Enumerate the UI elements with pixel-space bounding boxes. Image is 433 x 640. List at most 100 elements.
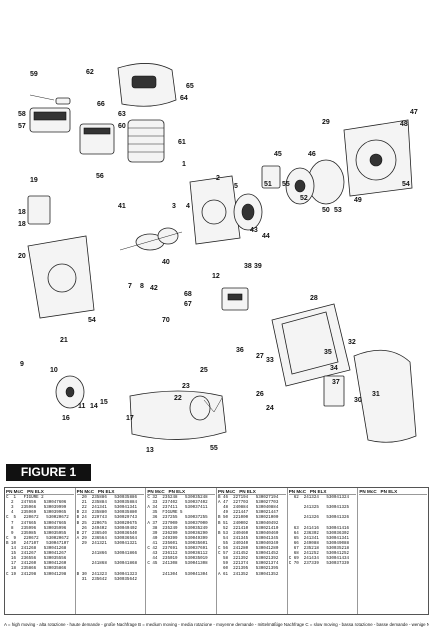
callout-11: 11 xyxy=(78,403,86,410)
callout-19: 19 xyxy=(30,177,38,184)
parts-row: 20 235886 530035886 xyxy=(76,496,137,501)
parts-row: 2 247656 530047606 xyxy=(6,501,67,506)
callout-31: 31 xyxy=(372,391,380,398)
parts-column-header: PN McC PN ELX xyxy=(6,489,74,496)
clutch-drum xyxy=(233,193,263,231)
callout-1: 1 xyxy=(182,161,186,168)
fuel-tank-housing xyxy=(27,235,95,319)
callout-14: 14 xyxy=(90,403,98,410)
parts-row: 9 235985 530035955 xyxy=(6,531,67,536)
callout-51: 51 xyxy=(264,181,272,188)
callout-45: 45 xyxy=(274,151,282,158)
parts-row: B 24 229743 530029743 xyxy=(76,516,137,521)
flywheel xyxy=(285,159,345,205)
callout-68: 68 xyxy=(184,291,192,298)
parts-row: 8 235996 530035996 xyxy=(6,526,67,531)
parts-row: A 29 236564 530036564 xyxy=(76,536,137,541)
callout-29: 29 xyxy=(322,119,330,126)
callout-47: 47 xyxy=(410,109,418,116)
parts-row: 63 241416 530041416 xyxy=(288,526,349,531)
callout-13: 13 xyxy=(146,447,154,454)
callout-64: 64 xyxy=(180,95,188,102)
callout-16: 16 xyxy=(62,415,70,422)
fuel-tank xyxy=(129,390,227,440)
callout-20: 20 xyxy=(18,253,26,260)
parts-row: 55 240340 530040340 xyxy=(218,541,279,546)
parts-row: A 47 227703 530027703 xyxy=(218,501,279,506)
callout-66: 66 xyxy=(97,101,105,108)
parts-row: 67 235218 530035218 xyxy=(288,547,349,552)
callout-18: 18 xyxy=(18,209,26,216)
callout-54: 54 xyxy=(402,181,410,188)
callout-17: 17 xyxy=(126,415,134,422)
exploded-view-diagram: 5958576266656463606156119181820212344178… xyxy=(18,63,418,454)
parts-row: 39 236290 530036290 xyxy=(147,531,208,536)
callout-32: 32 xyxy=(348,339,356,346)
callout-5: 5 xyxy=(234,183,238,190)
parts-row: B 27 236540 530036540 xyxy=(76,531,137,536)
parts-row xyxy=(359,567,427,572)
parts-row: C 9 220672 530020672 xyxy=(6,536,69,541)
callout-33: 33 xyxy=(266,357,274,364)
parts-row: 15 241267 530041267 xyxy=(6,552,67,557)
parts-row: C 19 241298 530041298 xyxy=(6,572,67,577)
parts-row: 31 235642 530035642 xyxy=(76,577,137,582)
starter-pulley xyxy=(55,375,85,409)
parts-row: 36 237255 530037255 xyxy=(147,516,208,521)
callout-10: 10 xyxy=(50,367,58,374)
parts-column-2: PN McC PN ELX 20 235886 530035886 21 235… xyxy=(76,488,147,614)
callout-55: 55 xyxy=(282,181,290,188)
callout-41: 41 xyxy=(118,203,126,210)
parts-row: B 50 221000 530021000 xyxy=(218,516,279,521)
parts-column-header: PN McC PN ELX xyxy=(76,489,145,496)
callout-63: 63 xyxy=(118,111,126,118)
parts-row: B 51 240002 530040492 xyxy=(218,521,279,526)
parts-row: 62 241324 530041324 xyxy=(288,496,349,501)
callout-34: 34 xyxy=(330,365,338,372)
callout-60: 60 xyxy=(118,123,126,130)
parts-row: B 10 247107 530047107 xyxy=(6,541,69,546)
callout-56: 56 xyxy=(96,173,104,180)
parts-row: 38 235249 530035249 xyxy=(147,526,208,531)
mounting-bracket xyxy=(27,195,51,225)
parts-row: 65 241341 530041341 xyxy=(288,536,349,541)
parts-column-header: PN McC PN ELX xyxy=(147,489,216,496)
demand-legend: A = high moving - alta rotazione - haute… xyxy=(4,622,429,627)
parts-row: 4 235969 530039965 xyxy=(6,511,67,516)
callout-21: 21 xyxy=(60,337,68,344)
parts-row: 7 247665 530047665 xyxy=(6,521,67,526)
parts-column-header: PN McC PN ELX xyxy=(359,489,428,496)
parts-row: 241304 530041304 xyxy=(147,572,208,577)
parts-row: 21 235884 530035884 xyxy=(76,501,137,506)
cylinder-cover xyxy=(117,63,177,107)
air-box xyxy=(271,303,351,387)
callout-9: 9 xyxy=(20,361,24,368)
callout-12: 12 xyxy=(212,273,220,280)
parts-row: 68 241252 530041252 xyxy=(288,552,349,557)
callout-53: 53 xyxy=(334,207,342,214)
callout-67: 67 xyxy=(184,301,192,308)
air-filter-assembly xyxy=(29,94,71,133)
callout-59: 59 xyxy=(30,71,38,78)
cylinder xyxy=(127,119,165,163)
callout-70: 70 xyxy=(162,317,170,324)
parts-row: C 45 241308 530041308 xyxy=(147,562,208,567)
parts-row: B 23 235880 530035880 xyxy=(76,511,137,516)
parts-row: C 1 FIGURE 2 xyxy=(6,496,44,501)
parts-row: 241868 530041868 xyxy=(76,562,137,567)
callout-65: 65 xyxy=(186,83,194,90)
parts-row: 64 236302 530036302 xyxy=(288,531,349,536)
callout-2: 2 xyxy=(216,175,220,182)
callout-58: 58 xyxy=(18,111,26,118)
callout-61: 61 xyxy=(178,139,186,146)
parts-row: 29 241321 530041321 xyxy=(76,541,137,546)
parts-row: 22 241341 530041341 xyxy=(76,506,137,511)
callout-49: 49 xyxy=(354,197,362,204)
parts-column-header: PN McC PN ELX xyxy=(218,489,286,496)
parts-column-5: PN McC PN ELX 62 241324 530041324 241325… xyxy=(288,488,359,614)
parts-row: C 57 241452 530041452 xyxy=(218,552,279,557)
crankshaft xyxy=(119,227,183,251)
